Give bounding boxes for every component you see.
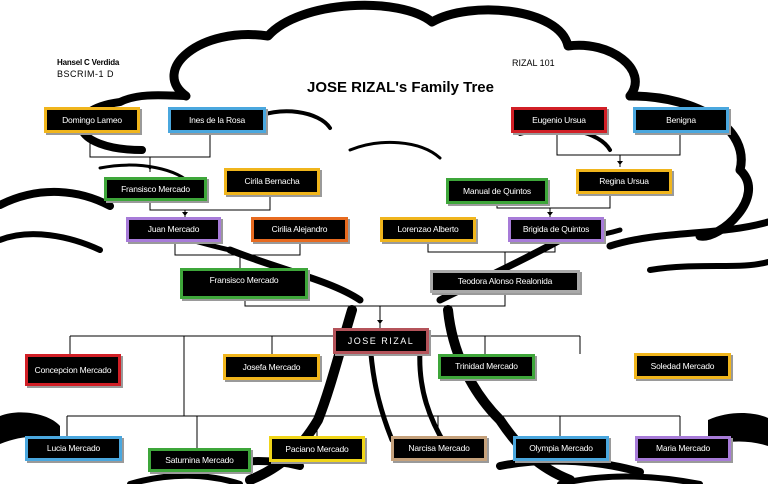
person-brigida-de-quintos: Brigida de Quintos — [508, 217, 604, 242]
person-benigna: Benigna — [633, 107, 729, 133]
person-fransisco-mercado: Fransisco Mercado — [180, 268, 308, 299]
person-soledad-mercado: Soledad Mercado — [634, 353, 731, 379]
section-label: BSCRIM-1 D — [57, 69, 115, 79]
person-paciano-mercado: Paciano Mercado — [269, 436, 365, 462]
person-trinidad-mercado: Trinidad Mercado — [438, 354, 535, 379]
person-concepcion-mercado: Concepcion Mercado — [25, 354, 121, 386]
person-juan-mercado: Juan Mercado — [126, 217, 221, 242]
diagram-title: JOSE RIZAL's Family Tree — [307, 79, 494, 96]
person-maria-mercado: Maria Mercado — [635, 436, 731, 461]
person-olympia-mercado: Olympia Mercado — [513, 436, 609, 461]
person-cirilia-alejandro: Cirilia Alejandro — [251, 217, 348, 242]
person-manual-de-quintos: Manual de Quintos — [446, 178, 548, 204]
person-saturnina-mercado: Saturnina Mercado — [148, 448, 251, 472]
person-domingo-lameo: Domingo Lameo — [44, 107, 140, 133]
person-narcisa-mercado: Narcisa Mercado — [391, 436, 487, 461]
person-eugenio-ursua: Eugenio Ursua — [511, 107, 607, 133]
person-lorenzao-alberto: Lorenzao Alberto — [380, 217, 476, 242]
person-regina-ursua: Regina Ursua — [576, 169, 672, 194]
person-fransisco-mercado-elder: Fransisco Mercado — [104, 177, 207, 201]
person-lucia-mercado: Lucia Mercado — [25, 436, 122, 461]
author-name: Hansel C Verdida — [57, 58, 120, 67]
course-label: RIZAL 101 — [512, 58, 555, 68]
person-cirila-bernacha: Cirila Bernacha — [224, 168, 320, 195]
person-josefa-mercado: Josefa Mercado — [223, 354, 320, 380]
person-ines-de-la-rosa: Ines de la Rosa — [168, 107, 266, 133]
person-teodora-alonso-realonida: Teodora Alonso Realonida — [430, 270, 580, 293]
person-jose-rizal: JOSE RIZAL — [333, 328, 429, 354]
